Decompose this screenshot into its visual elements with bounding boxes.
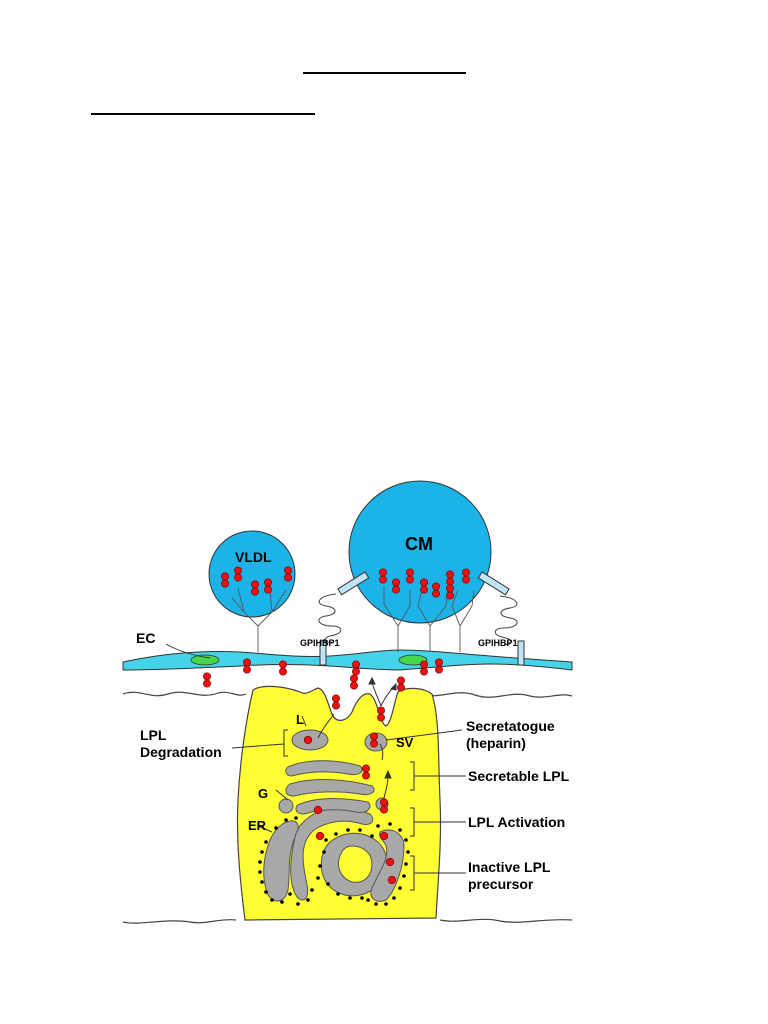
cm-linker-right	[477, 571, 510, 596]
vldl-particle	[208, 530, 296, 618]
cm-particle	[348, 480, 492, 624]
endothelial-cell	[122, 649, 573, 671]
label-lysosome: L	[296, 712, 304, 727]
gpihbp1-squiggle-right	[494, 595, 518, 645]
label-ec: EC	[136, 630, 155, 646]
label-inactive-precursor-1: Inactive LPL	[468, 859, 551, 875]
gpihbp1-anchor-right	[517, 640, 525, 666]
secretion-arrows	[317, 676, 397, 799]
vldl-tethers	[231, 587, 287, 652]
cm-linker-left	[337, 571, 370, 596]
label-golgi: G	[258, 786, 268, 801]
gpihbp1-squiggle-left	[318, 593, 342, 643]
gpihbp1-anchor-left	[319, 640, 327, 666]
heading-underline	[91, 113, 315, 115]
label-vldl: VLDL	[235, 549, 272, 565]
label-gpihbp1-right: GPIHBP1	[478, 638, 518, 648]
label-lpl-degradation-1: LPL	[140, 727, 167, 743]
stage-brackets	[165, 643, 466, 891]
label-secretagogue-2: (heparin)	[466, 735, 526, 751]
label-lpl-degradation-2: Degradation	[140, 744, 222, 760]
label-cm: CM	[405, 534, 433, 554]
cm-tethers	[383, 586, 475, 652]
label-gpihbp1-left: GPIHBP1	[300, 638, 340, 648]
endothelial-nucleus-right	[398, 654, 428, 666]
adjacent-cell-outline	[122, 691, 573, 924]
label-secretable-lpl: Secretable LPL	[468, 768, 570, 784]
title-underline	[303, 72, 466, 74]
label-er: ER	[248, 818, 267, 833]
label-inactive-precursor-2: precursor	[468, 876, 534, 892]
label-secretagogue-1: Secretatogue	[466, 718, 555, 734]
label-lpl-activation: LPL Activation	[468, 814, 565, 830]
rough-er	[258, 801, 410, 906]
label-sv: SV	[396, 735, 414, 750]
endothelial-nucleus-left	[190, 654, 220, 666]
